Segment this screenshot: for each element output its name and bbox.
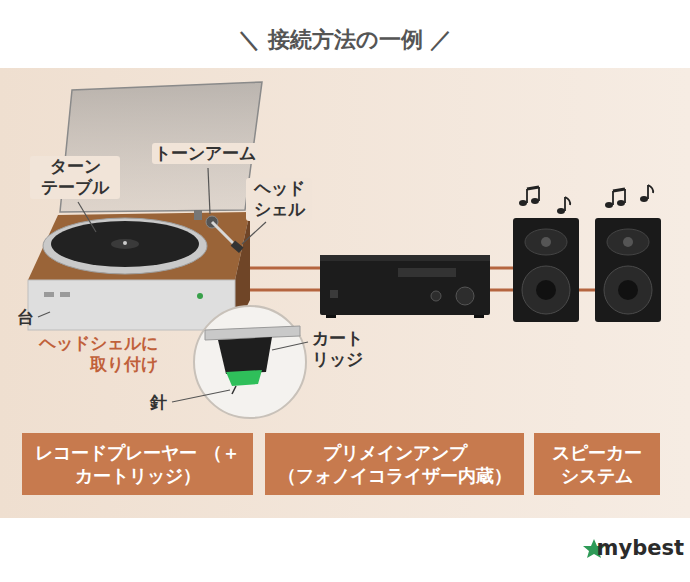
note-icon [519,187,539,206]
stylus [232,386,236,394]
tweeter-dome [623,237,633,247]
woofer-cone [536,280,556,300]
part-label: ターン テーブル [30,156,120,199]
woofer-cone [618,280,638,300]
note-icon [605,189,625,208]
amplifier [320,255,490,318]
magnifier [194,306,306,418]
turntable [28,82,262,330]
part-label: カート リッジ [312,328,376,371]
part-label: ヘッド シェル [246,178,312,221]
leader-line [78,202,96,232]
stylus-guard [226,370,262,386]
speaker [595,218,661,322]
plinth-front [28,280,235,330]
amp-top [320,255,490,261]
headshell [231,240,244,252]
leader-line [208,168,210,214]
device-label-box: スピーカー システム [534,433,660,495]
cable [250,267,320,270]
indicator [197,293,203,299]
note-label: ヘッドシェルに 取り付け [28,333,158,376]
logo-text: mybest [597,535,684,561]
speaker-cabinet [595,218,661,322]
platter-mat [51,221,199,267]
platter [43,218,207,274]
box-text: レコードプレーヤー （＋カートリッジ） [30,441,245,488]
counterweight [194,210,202,220]
speaker-cabinet [513,218,579,322]
leader-line [172,390,230,402]
headshell-zoom [205,326,300,340]
tweeter [607,229,649,255]
amp-knob [456,287,474,305]
leader-line [242,222,266,244]
speaker [513,218,579,322]
device-label-box: レコードプレーヤー （＋カートリッジ） [22,433,253,495]
tweeter-dome [541,237,551,247]
amp-knob [431,291,441,301]
zoom-circle [194,306,306,418]
woofer [522,266,570,314]
title: ＼ 接続方法の一例 ／ [238,26,452,54]
box-text: スピーカー システム [542,441,652,488]
amp-button [330,290,338,298]
leader-line [38,312,50,317]
cable [250,289,320,292]
part-label: 台 [17,307,34,328]
part-label: 針 [150,392,167,413]
amp-body [320,255,490,315]
part-label: トーンアーム [152,143,258,164]
record-label [111,239,139,249]
ground-band [0,68,690,518]
tweeter [525,229,567,255]
amp-foot [474,315,484,318]
amp-display [398,268,456,277]
cable [490,267,513,270]
plinth-top [28,212,250,280]
music-notes [519,185,653,214]
note-icon [640,185,653,202]
box-text: プリメインアンプ （フォノイコライザー内蔵） [273,441,516,488]
cartridge [218,337,272,374]
note-icon [557,197,570,214]
button [44,292,54,297]
woofer [604,266,652,314]
leader-line [272,342,308,350]
device-label-box: プリメインアンプ （フォノイコライザー内蔵） [265,433,524,495]
spindle [123,241,127,245]
amp-foot [326,315,336,318]
button [60,292,70,297]
tonearm [212,222,236,246]
